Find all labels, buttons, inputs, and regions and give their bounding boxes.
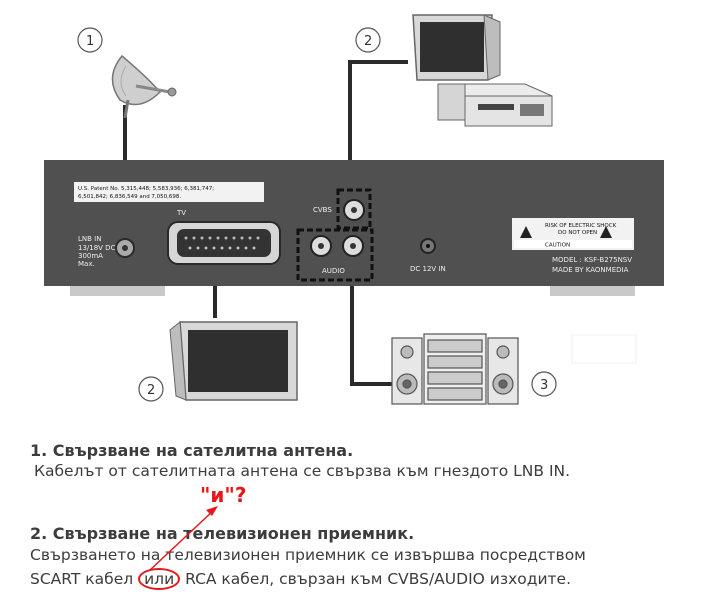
tv-icon-bottom [169, 321, 298, 401]
marker-2-bottom-label: 2 [147, 383, 155, 398]
satellite-dish-icon [111, 54, 177, 119]
connection-diagram: U.S. Patent No. 5,315,448; 5,583,936; 6,… [44, 14, 664, 405]
marker-2-top: 2 [355, 27, 381, 53]
lnb-label: LNB IN [78, 235, 101, 243]
vcr-icon [437, 83, 553, 127]
annotation-question: "и"? [200, 483, 247, 507]
body-text-post: RCA кабел, свързан към CVBS/AUDIO изходи… [180, 570, 572, 588]
section-2-title: 2. Свързване на телевизионен приемник. [30, 524, 415, 543]
marker-1-label: 1 [86, 34, 94, 49]
blank-box [571, 334, 637, 364]
made-by-label: MADE BY KAONMEDIA [552, 266, 629, 274]
marker-3: 3 [531, 371, 557, 397]
lnb-spec-1: 13/18V DC [78, 244, 116, 252]
lnb-spec-2: 300mA [78, 252, 103, 260]
circled-word: или [138, 568, 181, 590]
tv-icon-top [412, 14, 501, 81]
stereo-system-icon [391, 333, 519, 405]
marker-3-label: 3 [540, 378, 548, 393]
tv-scart-label: TV [176, 209, 186, 217]
patent-line-2: 6,501,842; 6,836,549 and 7,050,698. [78, 194, 181, 200]
set-top-box-back-panel: U.S. Patent No. 5,315,448; 5,583,936; 6,… [44, 160, 664, 296]
marker-2-top-label: 2 [364, 34, 372, 49]
marker-2-bottom: 2 [138, 376, 164, 402]
section-1-body: Кабелът от сателитната антена се свързва… [34, 462, 571, 480]
warning-line-1: RISK OF ELECTRIC SHOCK [545, 223, 617, 229]
cvbs-label: CVBS [313, 206, 332, 214]
lnb-spec-3: Max. [78, 260, 95, 268]
section-1-title: 1. Свързване на сателитна антена. [30, 441, 354, 460]
marker-1: 1 [77, 27, 103, 53]
caution-label: CAUTION [545, 243, 570, 249]
model-label: MODEL : KSF-B275NSV [552, 256, 632, 264]
patent-line-1: U.S. Patent No. 5,315,448; 5,583,936; 6,… [78, 186, 214, 192]
warning-line-2: DO NOT OPEN [558, 230, 597, 236]
section-2-body-line-1: Свързването на телевизионен приемник се … [30, 546, 586, 564]
dc-in-label: DC 12V IN [410, 265, 446, 273]
body-text-pre: SCART кабел [30, 570, 139, 588]
section-2-body-line-2: SCART кабел или RCA кабел, свързан към C… [30, 568, 572, 590]
audio-label: AUDIO [322, 267, 345, 275]
